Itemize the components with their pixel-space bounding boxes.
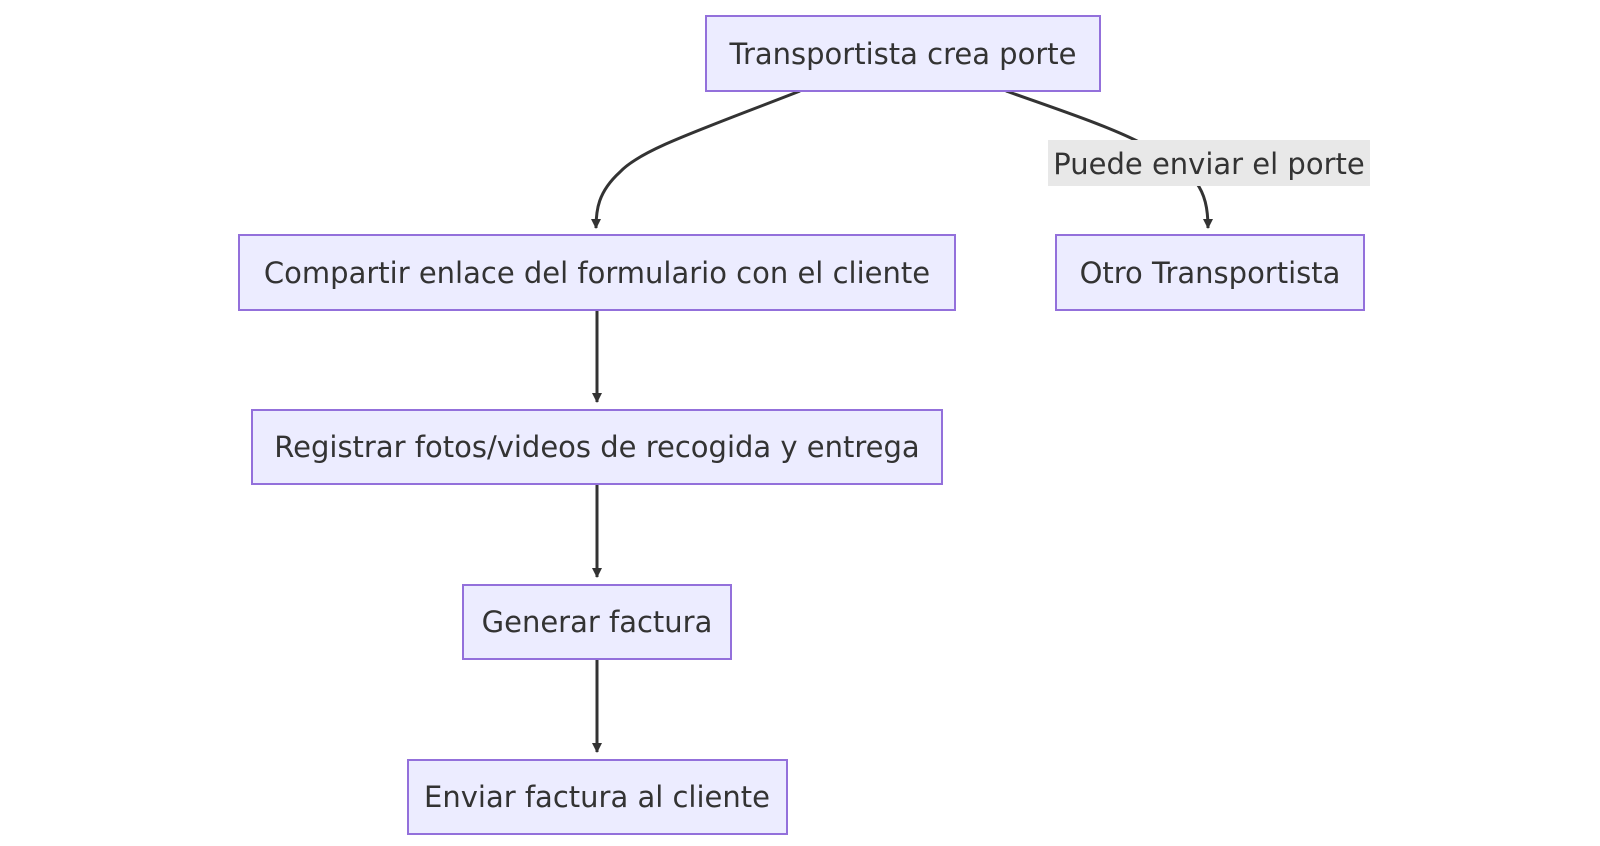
node-transportista-crea-porte: Transportista crea porte bbox=[705, 15, 1101, 92]
node-label: Otro Transportista bbox=[1080, 256, 1341, 290]
edge-transportista-to-compartir bbox=[591, 89, 801, 229]
node-enviar-factura: Enviar factura al cliente bbox=[407, 759, 788, 835]
node-label: Transportista crea porte bbox=[729, 37, 1077, 71]
node-label: Generar factura bbox=[482, 605, 713, 639]
edge-label-text: Puede enviar el porte bbox=[1053, 147, 1364, 181]
node-label: Enviar factura al cliente bbox=[424, 780, 770, 814]
node-generar-factura: Generar factura bbox=[462, 584, 732, 660]
node-label: Compartir enlace del formulario con el c… bbox=[264, 256, 930, 290]
node-otro-transportista: Otro Transportista bbox=[1055, 234, 1365, 311]
node-registrar-fotos: Registrar fotos/videos de recogida y ent… bbox=[251, 409, 943, 485]
node-compartir-enlace: Compartir enlace del formulario con el c… bbox=[238, 234, 956, 311]
node-label: Registrar fotos/videos de recogida y ent… bbox=[274, 430, 919, 464]
edge-label-puede-enviar: Puede enviar el porte bbox=[1048, 140, 1370, 186]
